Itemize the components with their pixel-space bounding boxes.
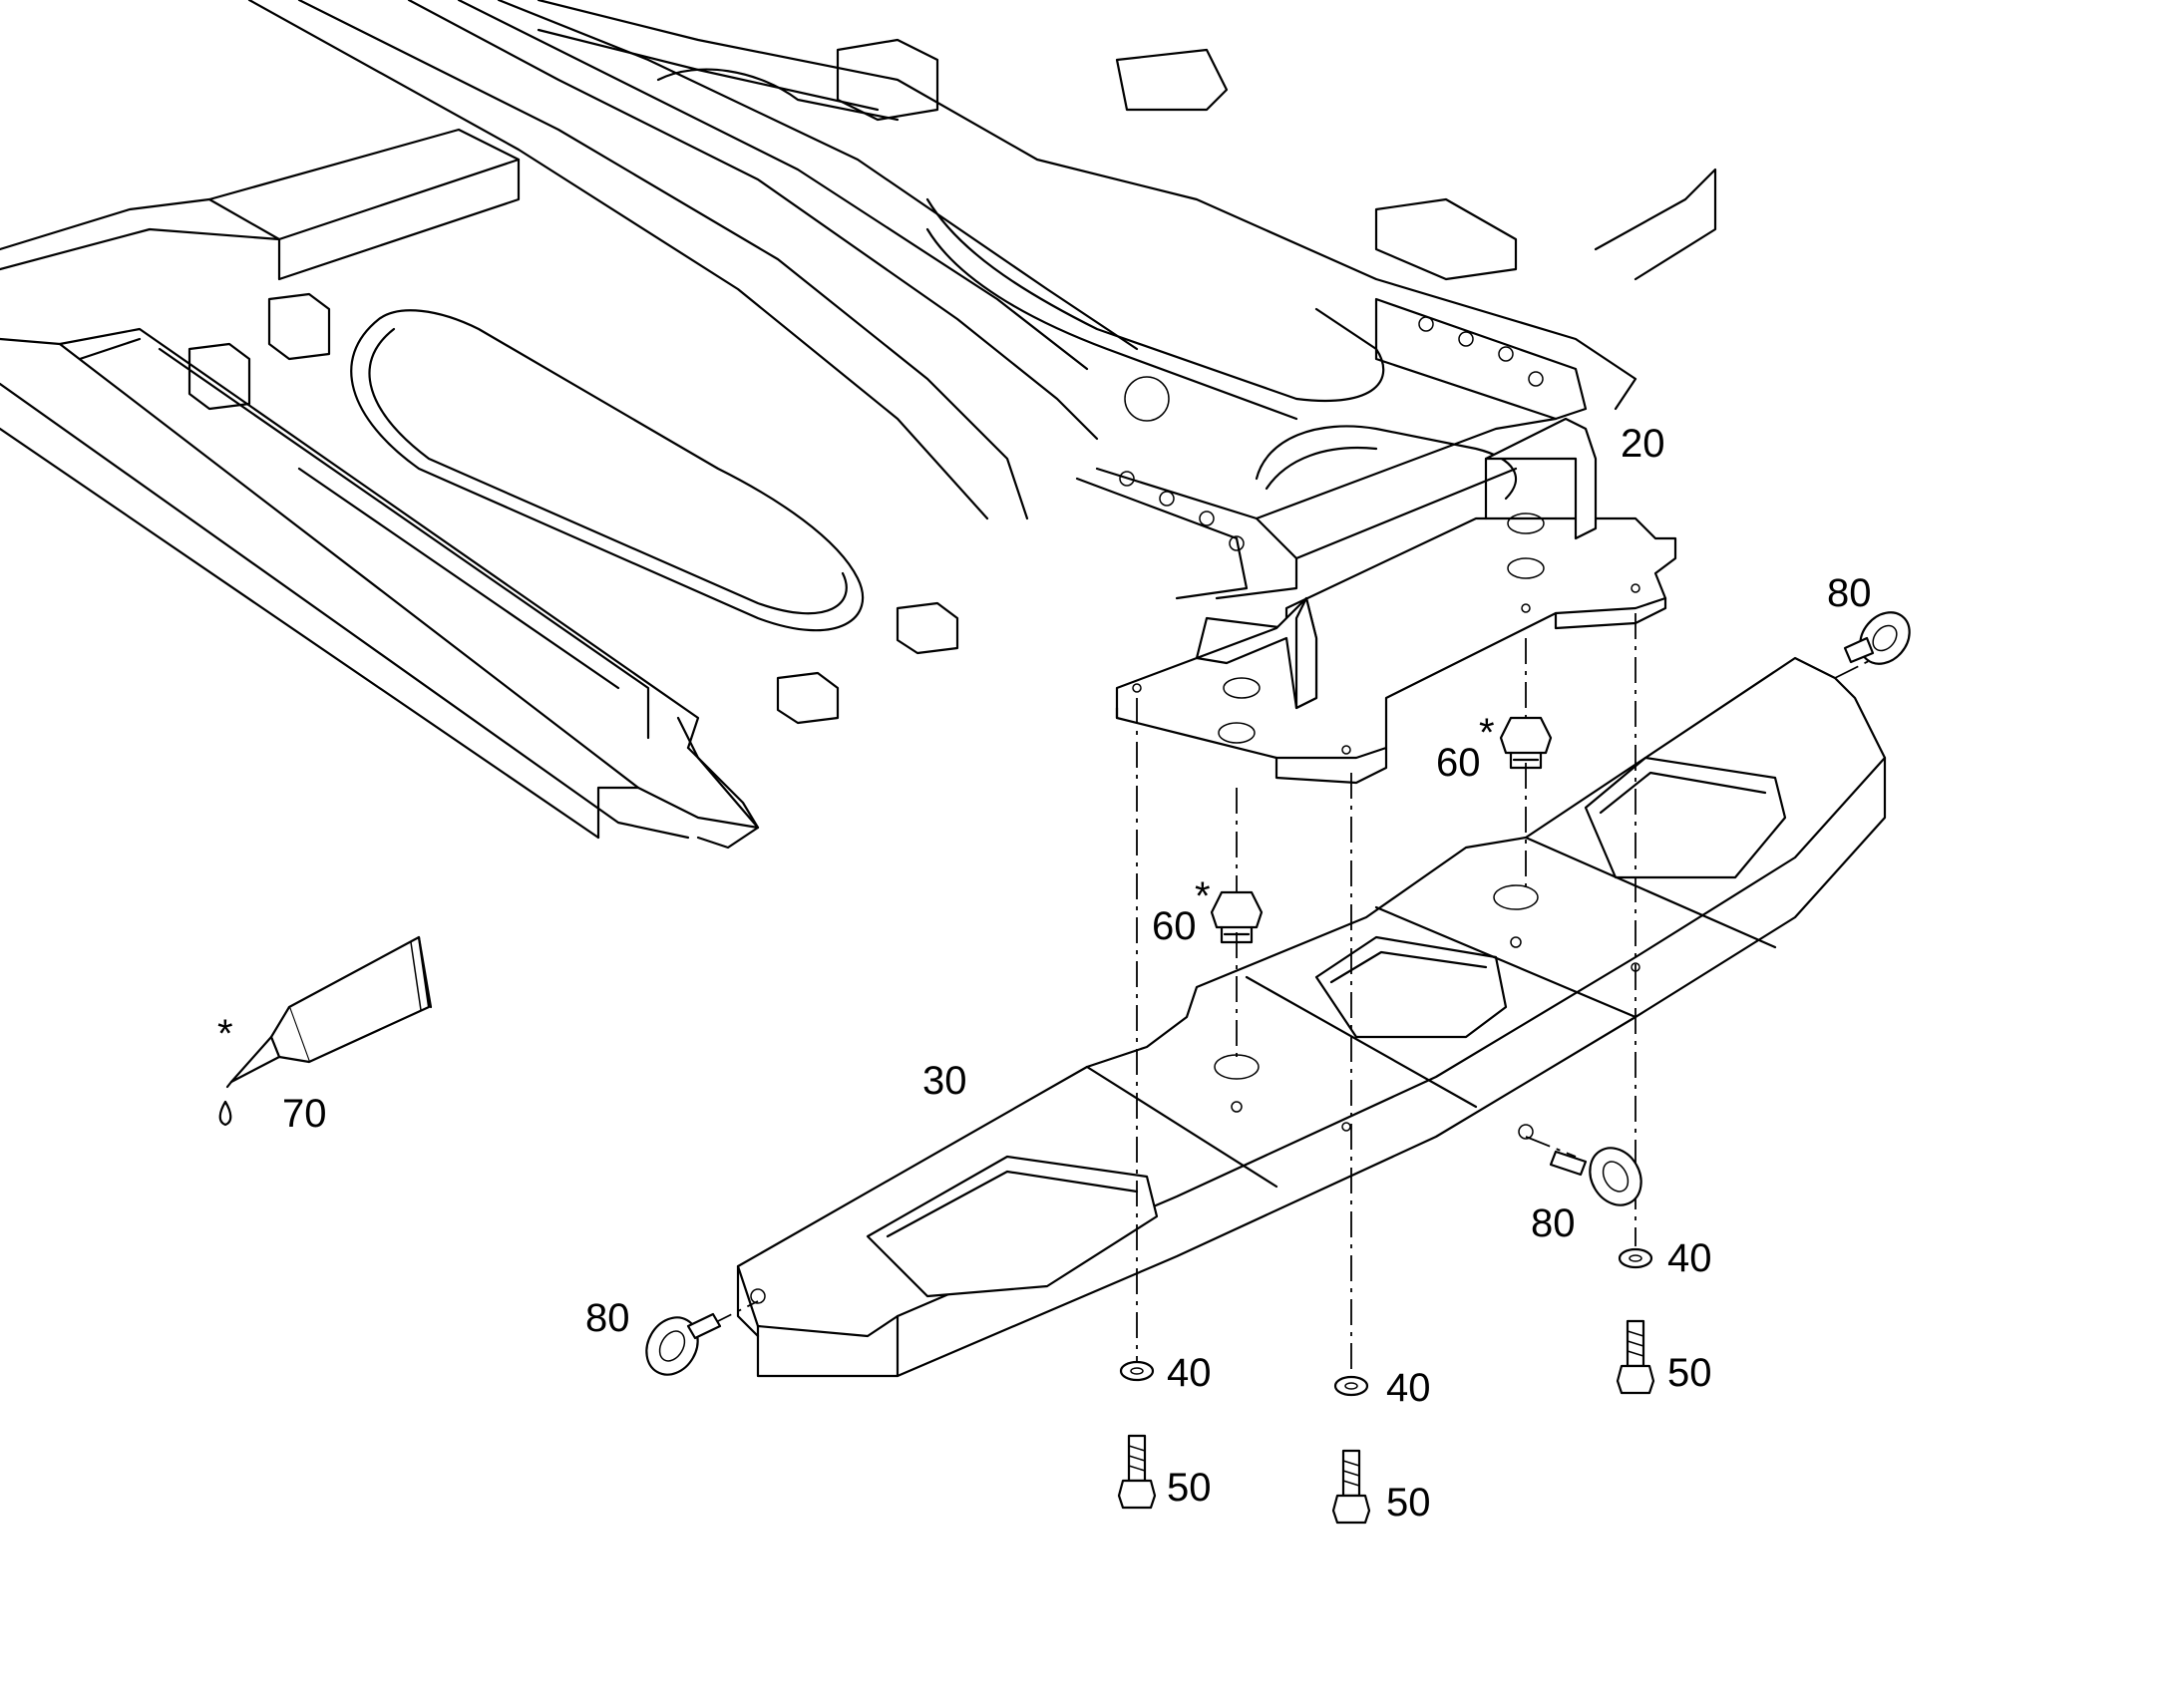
callout-80: 80 xyxy=(585,1296,630,1340)
counterweight-icon xyxy=(736,656,1887,1378)
bumper-stop-icon xyxy=(1210,716,1553,944)
callout-50: 50 xyxy=(1386,1481,1431,1525)
marker-asterisk: * xyxy=(217,1012,233,1056)
marker-asterisk: * xyxy=(1195,874,1211,918)
callout-80: 80 xyxy=(1827,571,1872,615)
callout-80: 80 xyxy=(1531,1201,1576,1245)
callout-50: 50 xyxy=(1667,1351,1712,1395)
lifting-eye-icon xyxy=(645,611,1911,1376)
callout-20: 20 xyxy=(1621,422,1665,466)
centre-lines xyxy=(707,613,1876,1381)
callout-50: 50 xyxy=(1167,1466,1212,1510)
callout-70: 70 xyxy=(282,1092,327,1136)
callout-40: 40 xyxy=(1386,1366,1431,1410)
washer-icon xyxy=(1119,1247,1653,1397)
bolt-icon xyxy=(1117,1319,1655,1525)
marker-asterisk: * xyxy=(1479,711,1495,755)
callout-40: 40 xyxy=(1667,1236,1712,1280)
callout-40: 40 xyxy=(1167,1351,1212,1395)
callout-60: 60 xyxy=(1152,904,1197,948)
mounting-bracket-icon xyxy=(1115,417,1677,785)
callouts: 20 30 40 40 40 50 50 50 60 60 70 80 80 8… xyxy=(217,422,1872,1525)
frame-chassis-icon xyxy=(0,0,1717,850)
grease-tube-icon xyxy=(218,935,433,1127)
callout-30: 30 xyxy=(922,1059,967,1103)
callout-60: 60 xyxy=(1436,741,1481,785)
